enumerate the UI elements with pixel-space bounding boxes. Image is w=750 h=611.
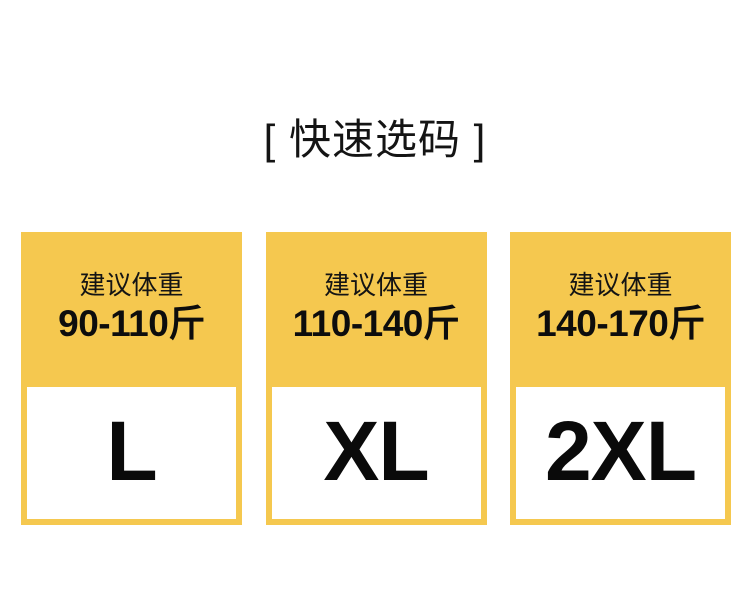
size-card-header: 建议体重 140-170斤: [510, 232, 731, 387]
size-card-l[interactable]: 建议体重 90-110斤 L: [21, 232, 242, 525]
recommended-weight-value: 140-170斤: [536, 303, 705, 344]
size-card-xl[interactable]: 建议体重 110-140斤 XL: [265, 232, 487, 525]
size-card-header: 建议体重 90-110斤: [21, 232, 242, 387]
recommended-weight-label: 建议体重: [568, 270, 673, 300]
size-box[interactable]: L: [27, 387, 236, 519]
size-card-2xl[interactable]: 建议体重 140-170斤 2XL: [510, 232, 731, 525]
size-card-header: 建议体重 110-140斤: [266, 232, 487, 387]
page-title: [ 快速选码 ]: [0, 114, 750, 166]
size-card-list: 建议体重 90-110斤 L 建议体重 110-140斤 XL 建议: [21, 232, 731, 525]
recommended-weight-value: 110-140斤: [292, 303, 460, 344]
recommended-weight-value: 90-110斤: [58, 303, 205, 344]
size-box-wrap: 2XL: [510, 387, 731, 525]
size-box[interactable]: 2XL: [516, 387, 725, 519]
size-box[interactable]: XL: [271, 387, 481, 519]
size-value: 2XL: [544, 404, 697, 498]
recommended-weight-label: 建议体重: [323, 270, 428, 300]
size-box-wrap: XL: [266, 387, 487, 525]
size-box-wrap: L: [21, 387, 242, 525]
size-value: XL: [323, 404, 429, 498]
page-title-text: [ 快速选码 ]: [263, 116, 487, 163]
recommended-weight-label: 建议体重: [79, 270, 184, 300]
size-value: L: [106, 404, 157, 498]
